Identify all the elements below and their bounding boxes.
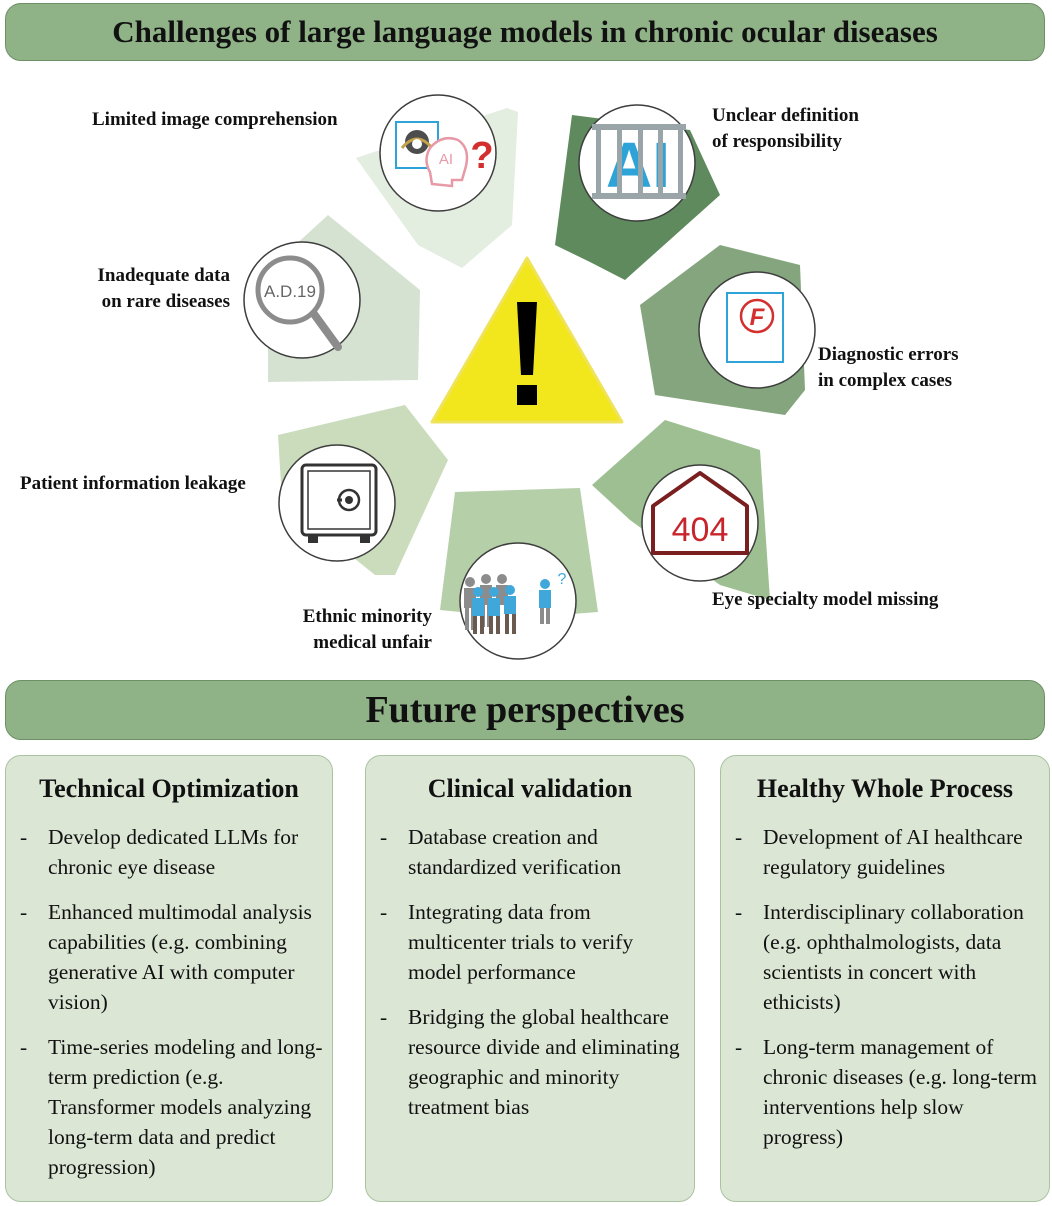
future-banner: Future perspectives <box>5 680 1045 740</box>
svg-text:AI: AI <box>439 151 453 168</box>
label-diagnostic-errors: Diagnostic errors in complex cases <box>818 344 959 391</box>
label-image-comprehension: Limited image comprehension <box>92 109 338 130</box>
label-rare-diseases: Inadequate data on rare diseases <box>97 265 231 312</box>
list-item: Time-series modeling and long-term predi… <box>18 1032 324 1182</box>
column-healthy-whole-process: Healthy Whole Process Development of AI … <box>720 755 1050 1202</box>
magnifier-icon: A.D.19 <box>243 241 361 359</box>
svg-text:?: ? <box>558 571 567 588</box>
future-title: Future perspectives <box>365 689 685 731</box>
list-item: Long-term management of chronic diseases… <box>733 1032 1041 1152</box>
list-item: Enhanced multimodal analysis capabilitie… <box>18 897 324 1017</box>
column-heading: Clinical validation <box>427 774 633 803</box>
list-item: Interdisciplinary collaboration (e.g. op… <box>733 897 1041 1017</box>
svg-text:F: F <box>750 304 766 331</box>
list-item: Integrating data from multicenter trials… <box>378 897 686 987</box>
diagram-title: Challenges of large language models in c… <box>112 14 938 49</box>
challenges-diagram: AI ? AI A.D.19 F <box>243 94 816 660</box>
warning-sign-icon <box>430 256 624 424</box>
list-item: Develop dedicated LLMs for chronic eye d… <box>18 822 324 882</box>
list-item: Database creation and standardized verif… <box>378 822 686 882</box>
error-404-icon: 404 <box>641 464 759 582</box>
column-heading: Healthy Whole Process <box>756 774 1014 803</box>
list-item: Bridging the global healthcare resource … <box>378 1002 686 1122</box>
image-comprehension-icon: AI ? <box>379 94 497 212</box>
failed-document-icon: F <box>698 271 816 389</box>
svg-text:A.D.19: A.D.19 <box>264 282 316 301</box>
column-heading: Technical Optimization <box>39 774 299 803</box>
label-responsibility: Unclear definition of responsibility <box>712 105 859 152</box>
svg-text:404: 404 <box>672 511 729 549</box>
list-item: Development of AI healthcare regulatory … <box>733 822 1041 882</box>
column-technical-optimization: Technical Optimization Develop dedicated… <box>5 755 333 1202</box>
label-info-leakage: Patient information leakage <box>20 473 246 494</box>
column-clinical-validation: Clinical validation Database creation an… <box>365 755 695 1202</box>
label-eye-model-missing: Eye specialty model missing <box>712 589 939 610</box>
svg-text:?: ? <box>470 135 493 177</box>
title-banner: Challenges of large language models in c… <box>5 3 1045 61</box>
people-group-icon: ? <box>459 542 577 660</box>
safe-icon <box>278 444 396 562</box>
label-ethnic-minority: Ethnic minority medical unfair <box>302 606 432 653</box>
ai-cage-icon: AI <box>578 104 696 222</box>
